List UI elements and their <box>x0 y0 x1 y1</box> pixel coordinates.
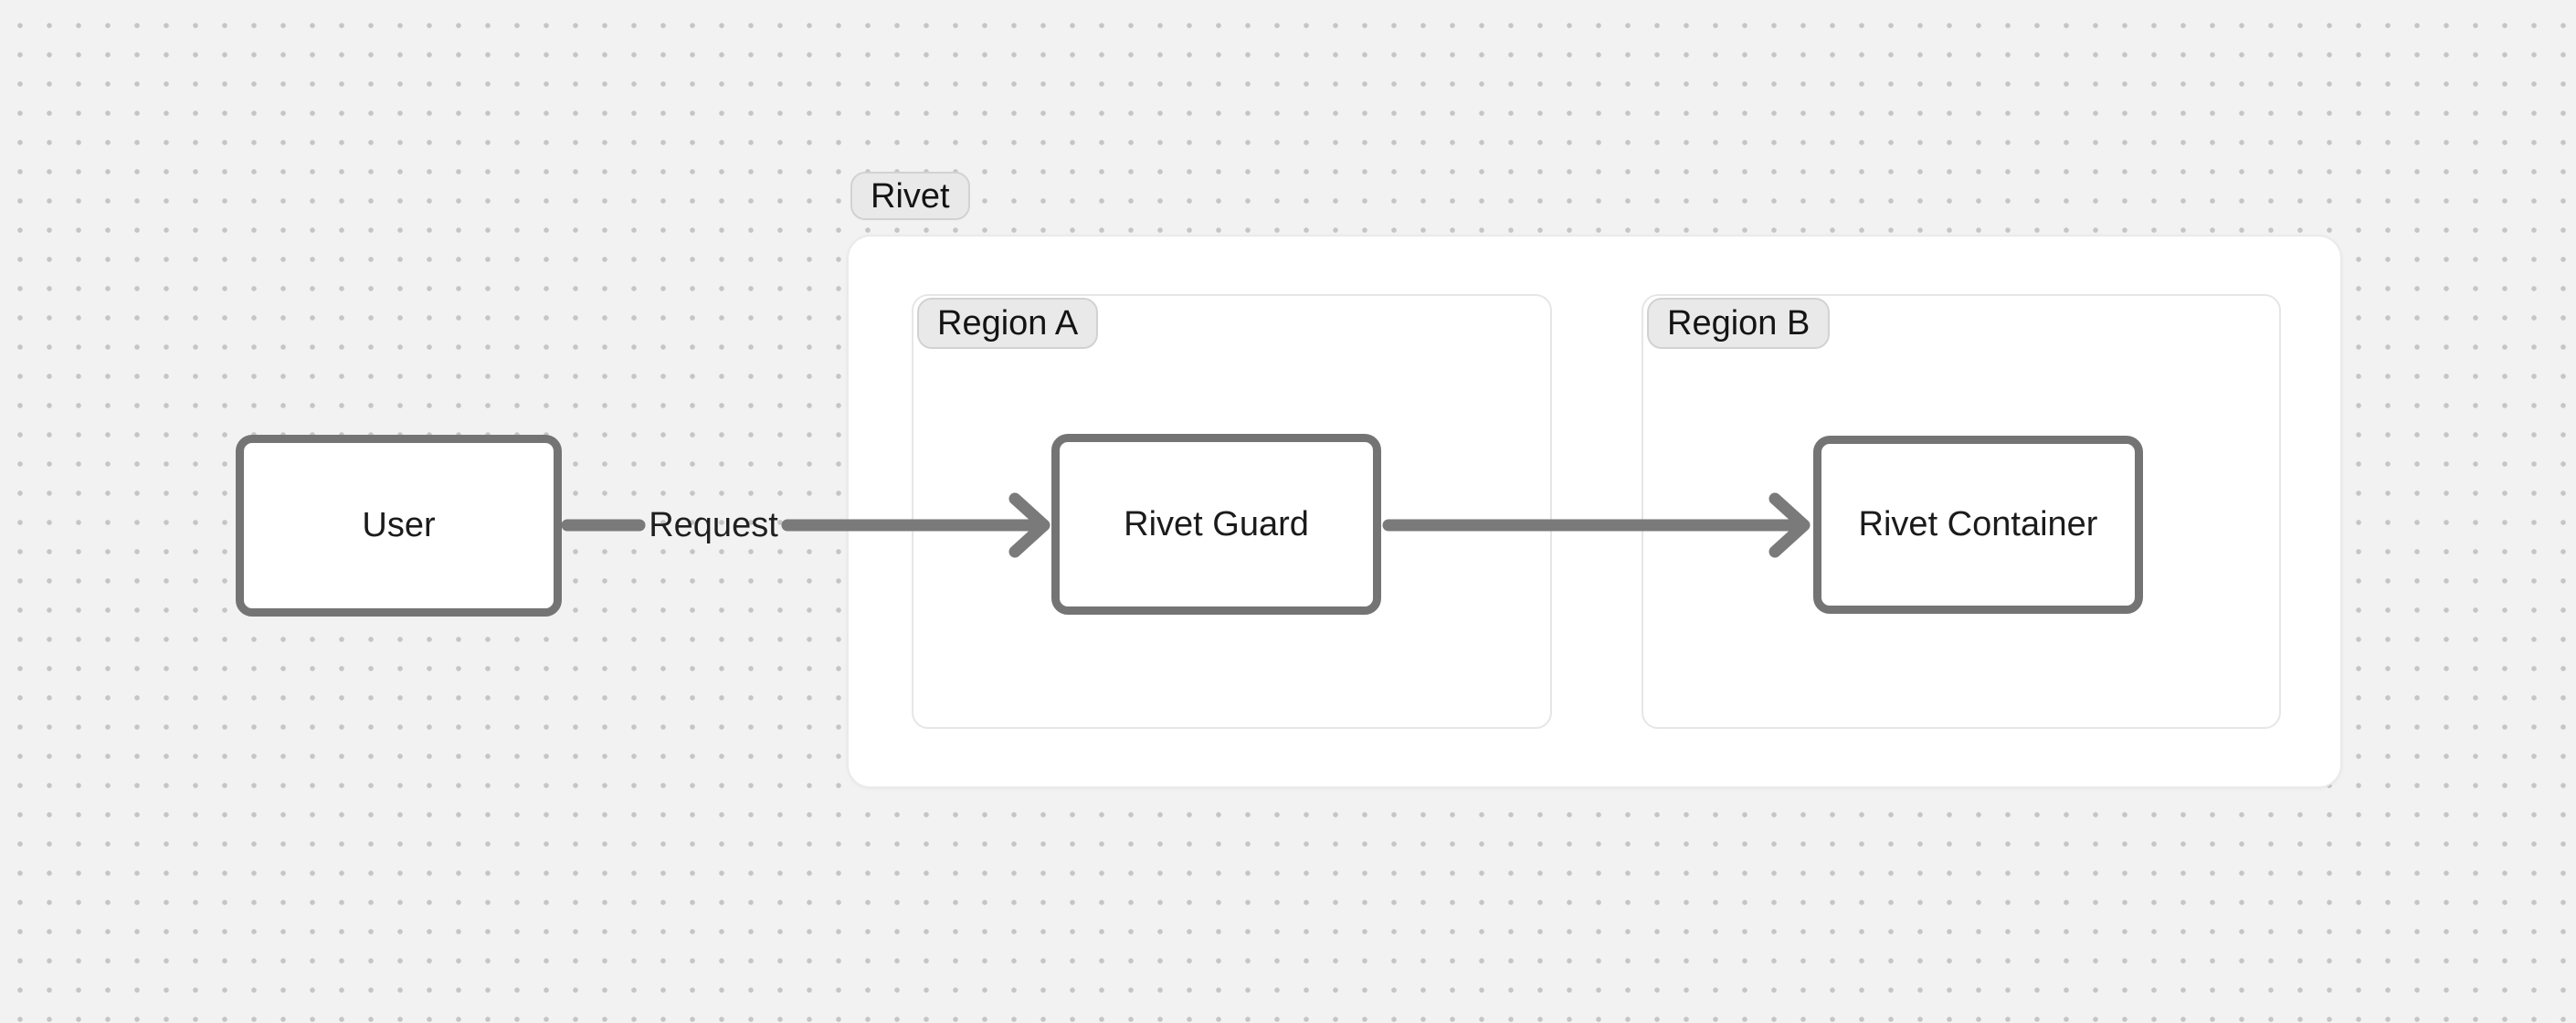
node-rivet-container[interactable]: Rivet Container <box>1813 436 2143 614</box>
node-rivet-guard-label: Rivet Guard <box>1124 504 1309 543</box>
node-rivet-container-label: Rivet Container <box>1858 505 2098 543</box>
node-user[interactable]: User <box>236 435 562 617</box>
node-rivet-guard[interactable]: Rivet Guard <box>1051 434 1381 615</box>
rivet-group-label[interactable]: Rivet <box>850 172 970 220</box>
region-b-label[interactable]: Region B <box>1647 298 1831 349</box>
region-a-label[interactable]: Region A <box>917 298 1099 349</box>
node-user-label: User <box>362 506 436 544</box>
edge-request-label[interactable]: Request <box>649 505 778 544</box>
